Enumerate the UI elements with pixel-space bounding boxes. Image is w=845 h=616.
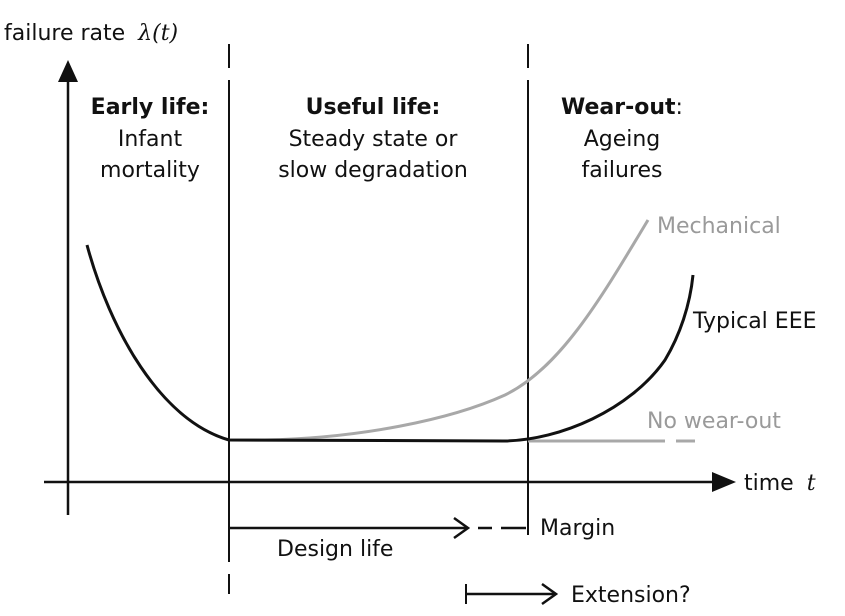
design-life-label: Design life	[277, 537, 393, 562]
extension-label: Extension?	[571, 583, 691, 608]
region-useful-life: Useful life: Steady state or slow degrad…	[278, 95, 468, 183]
x-axis-label: time t	[744, 471, 816, 496]
design-life-arrowhead-icon	[453, 516, 471, 540]
design-life-arrow	[228, 516, 471, 540]
x-axis-arrow-icon	[712, 472, 736, 492]
margin-label: Margin	[540, 516, 615, 541]
useful-life-line2: slow degradation	[278, 158, 468, 183]
region-early-life: Early life: Infant mortality	[91, 95, 210, 183]
no-wear-out-label: No wear-out	[647, 409, 781, 434]
mechanical-label: Mechanical	[657, 214, 781, 239]
extension-arrow	[465, 582, 559, 606]
early-life-title: Early life:	[91, 95, 210, 120]
useful-life-line1: Steady state or	[289, 127, 459, 152]
early-life-line2: mortality	[100, 158, 200, 183]
y-axis-arrow-icon	[58, 60, 78, 82]
curve-mechanical	[229, 219, 650, 442]
wear-out-title: Wear-out:	[561, 95, 683, 120]
useful-life-title: Useful life:	[306, 95, 441, 120]
early-life-line1: Infant	[118, 127, 183, 152]
wear-out-line1: Ageing	[584, 127, 661, 152]
region-wear-out: Wear-out: Ageing failures	[561, 95, 683, 183]
y-axis-label: failure rate λ(t)	[4, 21, 178, 46]
curve-typical-eee	[85, 244, 695, 443]
wear-out-line2: failures	[582, 158, 663, 183]
x-axis	[44, 472, 736, 492]
typical-eee-label: Typical EEE	[692, 309, 817, 334]
y-axis	[58, 60, 78, 515]
extension-arrowhead-icon	[541, 582, 559, 606]
